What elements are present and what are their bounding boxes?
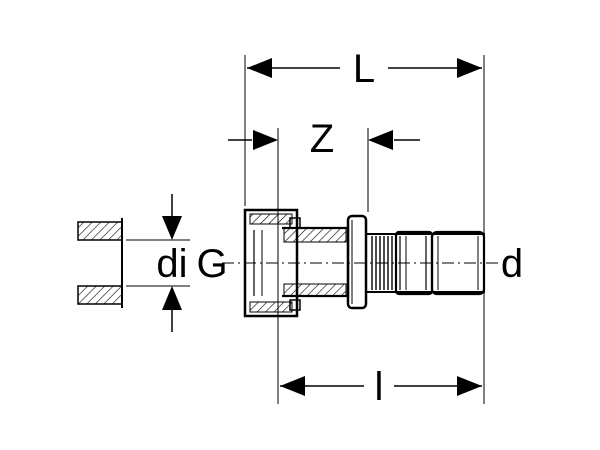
- dimension-L: [247, 58, 482, 78]
- extension-lines: [126, 55, 485, 404]
- fitting-body: [282, 214, 368, 310]
- label-d: d: [501, 242, 523, 286]
- label-L: L: [353, 47, 375, 91]
- dimension-di: [162, 194, 182, 332]
- label-G: G: [196, 242, 227, 286]
- pipe-section: [77, 218, 123, 308]
- label-Z: Z: [310, 117, 334, 161]
- label-l: l: [375, 365, 384, 409]
- dimension-Z: [228, 130, 420, 150]
- label-di: di: [156, 242, 187, 286]
- dimension-l: [280, 376, 482, 396]
